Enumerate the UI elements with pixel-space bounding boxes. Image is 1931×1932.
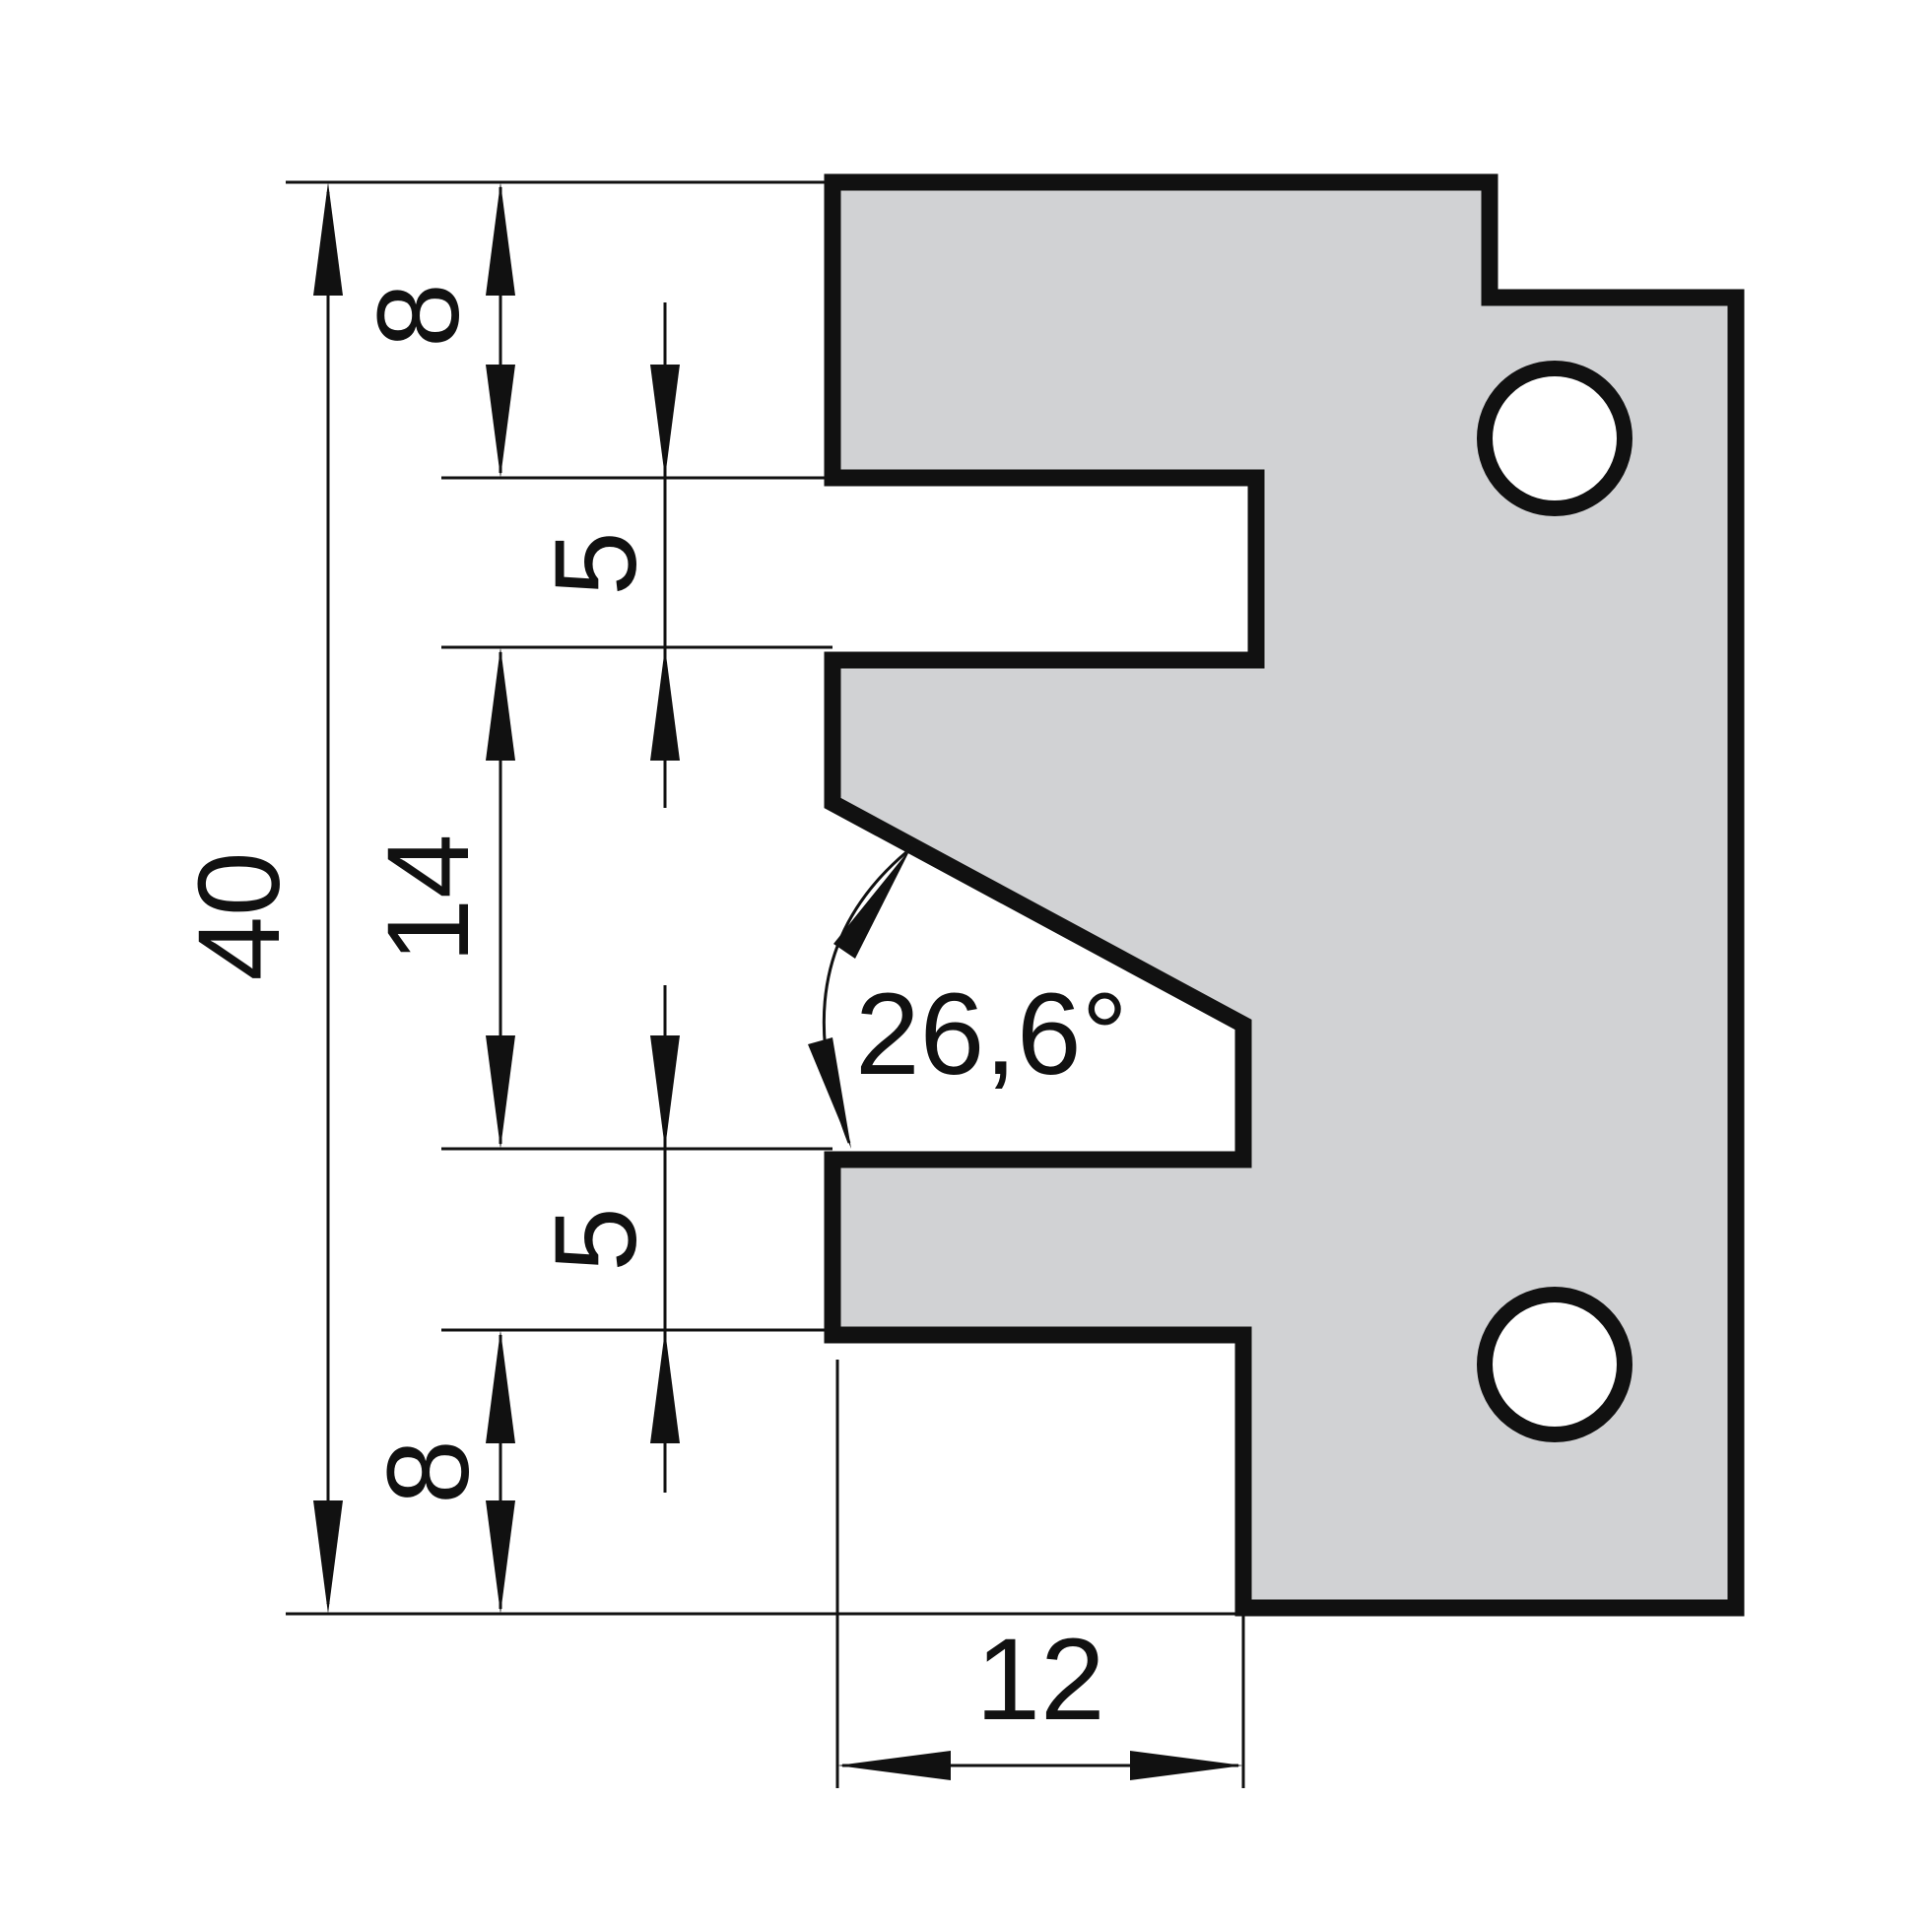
dimension-total-height: 40 [174, 182, 343, 1614]
label-depth: 12 [975, 1615, 1104, 1745]
dimension-depth: 12 [837, 1615, 1243, 1780]
dimension-upper-slot: 5 [531, 302, 680, 808]
dimension-top-land: 8 [354, 182, 515, 478]
label-total-height: 40 [174, 851, 304, 980]
knife-profile-body [824, 173, 1745, 1617]
lower-mounting-hole [1477, 1287, 1632, 1442]
extension-lines [286, 180, 1245, 1788]
dimension-bottom-land: 8 [364, 1330, 515, 1614]
dimension-middle-gap: 14 [364, 647, 515, 1149]
label-bottom-land: 8 [364, 1439, 494, 1504]
upper-mounting-hole [1477, 361, 1632, 516]
label-top-land: 8 [354, 283, 484, 348]
label-angle: 26,6° [855, 969, 1128, 1099]
dimension-angle: 26,6° [808, 847, 1128, 1149]
label-middle-gap: 14 [364, 833, 494, 963]
label-lower-slot: 5 [531, 1207, 661, 1272]
dimension-lower-slot: 5 [531, 985, 680, 1493]
label-upper-slot: 5 [531, 531, 661, 596]
